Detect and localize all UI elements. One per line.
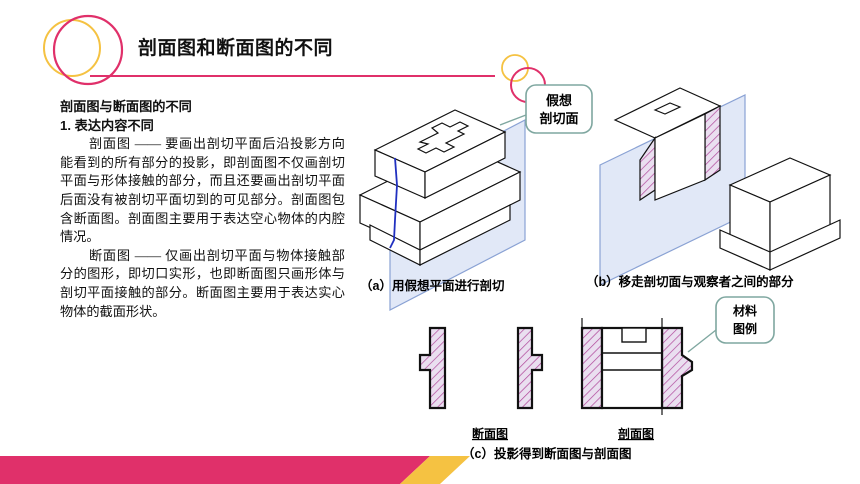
callout-material-legend: 材料 图例 — [687, 296, 775, 353]
slide-title: 剖面图和断面图的不同 — [138, 38, 334, 59]
callout-plane-line2: 剖切面 — [539, 111, 578, 126]
label-section-drawing: 断面图 — [472, 426, 508, 441]
callout-cutting-plane: 假想 剖切面 — [499, 84, 593, 134]
figure-panel: 假想 剖切面 （a）用假想平面进行剖切 （b）移走剖切面与观察者之间的部分 材料… — [350, 70, 860, 470]
section-subheading: 1. 表达内容不同 — [60, 117, 154, 133]
bottom-decor-bar — [0, 456, 470, 484]
callout-material-line2: 图例 — [733, 321, 757, 336]
paragraph-section-view: 剖面图 —— 要画出剖切平面后沿投影方向能看到的所有部分的投影，即剖面图不仅画剖… — [60, 136, 345, 245]
figure-b-blocks — [599, 87, 841, 286]
caption-a: （a）用假想平面进行剖切 — [360, 278, 504, 293]
figure-drawing: 假想 剖切面 （a）用假想平面进行剖切 （b）移走剖切面与观察者之间的部分 材料… — [358, 84, 841, 461]
figure-c-sections — [418, 318, 694, 415]
callout-plane-line1: 假想 — [546, 93, 572, 108]
caption-b: （b）移走剖切面与观察者之间的部分 — [586, 274, 794, 289]
paragraph-cross-section: 断面图 —— 仅画出剖切平面与物体接触部分的图形，即切口实形，也即断面图只画形体… — [60, 247, 345, 319]
text-block: 剖面图与断面图的不同 1. 表达内容不同 剖面图 —— 要画出剖切平面后沿投影方… — [60, 98, 345, 321]
label-cut-drawing: 剖面图 — [618, 426, 654, 441]
title-underline — [90, 75, 495, 77]
section-heading: 剖面图与断面图的不同 — [60, 99, 192, 114]
figure-a-block — [358, 109, 526, 311]
caption-c: （c）投影得到断面图与剖面图 — [462, 446, 631, 461]
callout-material-line1: 材料 — [732, 303, 757, 318]
